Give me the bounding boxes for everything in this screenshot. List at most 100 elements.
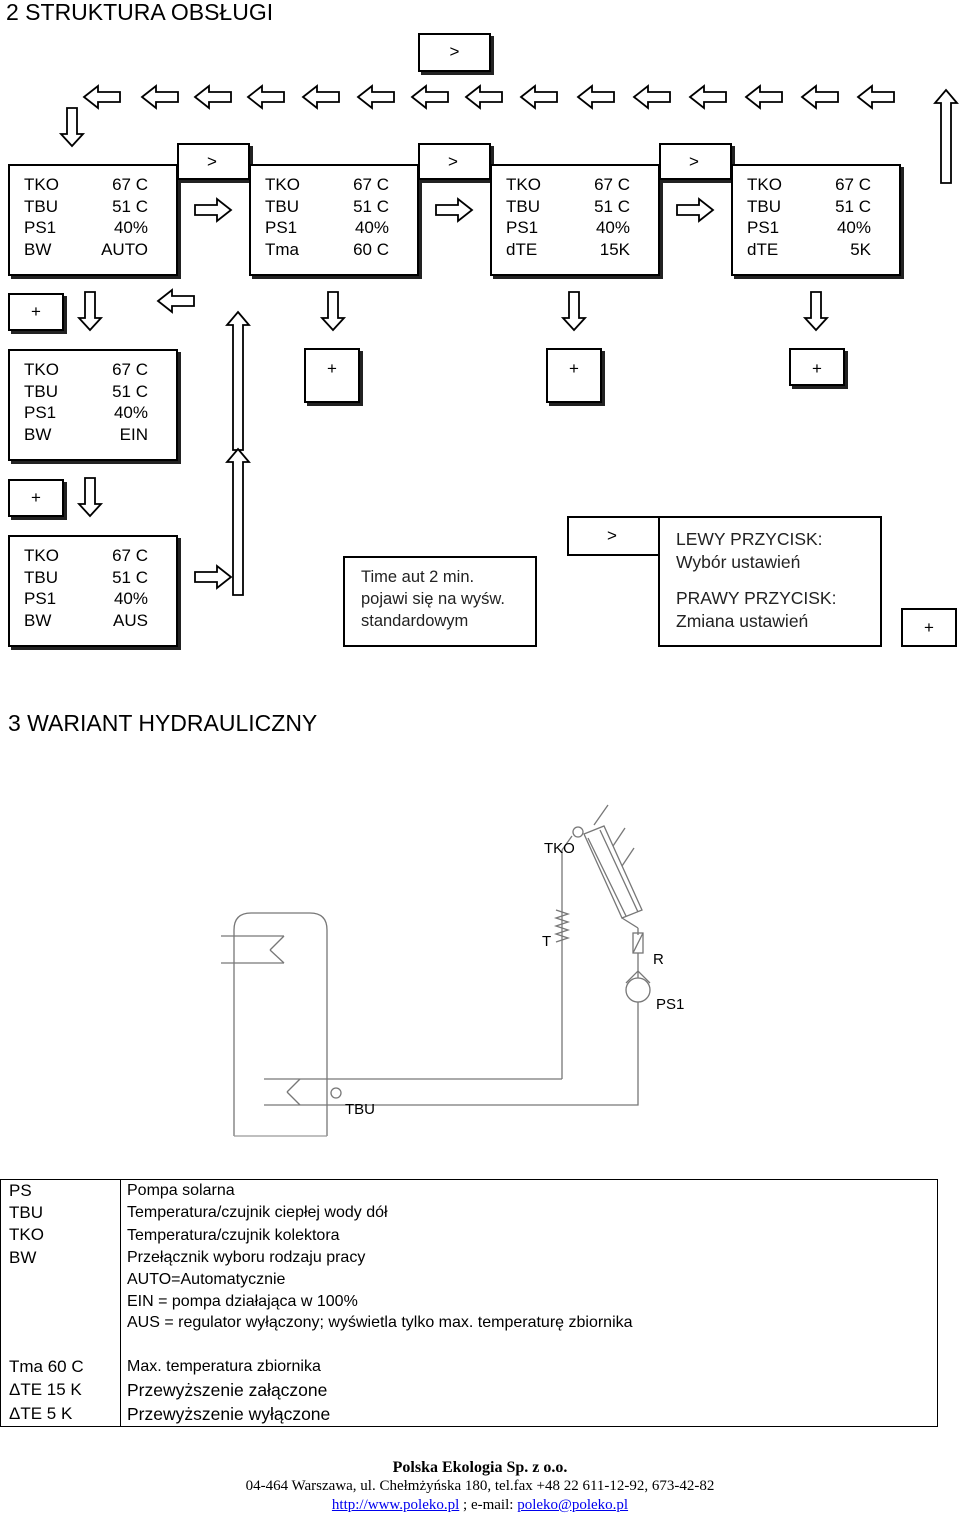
param-name: TBU bbox=[24, 196, 58, 216]
footer-url-link[interactable]: http://www.poleko.pl bbox=[331, 1497, 460, 1513]
param-name: PS1 bbox=[747, 218, 780, 237]
arrow-right-icon bbox=[676, 197, 715, 223]
tko-label: TKO bbox=[544, 840, 575, 857]
param-name: PS1 bbox=[24, 589, 57, 608]
display-row: TKO 67 C bbox=[24, 359, 176, 381]
footer-company: Polska Ekologia Sp. z o.o. bbox=[392, 1459, 568, 1476]
legend-key-ps: PS bbox=[9, 1181, 32, 1200]
plus-key-2[interactable]: + bbox=[8, 479, 64, 517]
legend-desc: Przełącznik wyboru rodzaju pracy bbox=[127, 1249, 366, 1266]
param-value: 51 C bbox=[112, 567, 148, 587]
arrow-down-icon bbox=[560, 291, 588, 332]
arrow-left-icon bbox=[193, 84, 232, 110]
param-name: PS1 bbox=[24, 403, 57, 422]
param-name: TKO bbox=[24, 360, 59, 379]
r-label: R bbox=[653, 951, 664, 968]
param-value: 40% bbox=[595, 218, 630, 237]
param-name: Tma bbox=[265, 239, 299, 259]
arrow-right-icon bbox=[194, 197, 233, 223]
param-name: PS1 bbox=[24, 218, 57, 237]
param-value: 60 C bbox=[353, 239, 389, 259]
section-3-title: 3 WARIANT HYDRAULICZNY bbox=[8, 710, 318, 736]
next-key-2[interactable]: > bbox=[418, 143, 491, 180]
arrow-left-icon bbox=[246, 84, 285, 110]
param-name: PS1 bbox=[265, 218, 298, 237]
arrow-right-icon bbox=[194, 564, 233, 590]
arrow-left-icon bbox=[688, 84, 727, 110]
legend-key-tbu: TBU bbox=[9, 1203, 43, 1222]
param-value: 51 C bbox=[112, 381, 148, 401]
param-value: 67 C bbox=[835, 175, 871, 194]
param-name: BW bbox=[24, 424, 52, 444]
timeout-note: Time aut 2 min. pojawi się na wyśw. stan… bbox=[343, 556, 537, 647]
legend-desc: Temperatura/czujnik ciepłej wody dół bbox=[127, 1204, 388, 1221]
plus-key-dte5[interactable]: + bbox=[789, 348, 845, 386]
next-key-1[interactable]: > bbox=[177, 143, 250, 180]
display-row: PS1 40% bbox=[24, 402, 176, 424]
param-name: dTE bbox=[747, 239, 779, 259]
param-value: EIN bbox=[119, 424, 148, 444]
param-name: TKO bbox=[747, 175, 782, 194]
footer-separator: ; e-mail: bbox=[459, 1497, 518, 1513]
param-value: 51 C bbox=[112, 196, 148, 216]
param-name: dTE bbox=[506, 239, 538, 259]
display-row: TKO 67 C bbox=[747, 174, 899, 196]
param-name: TBU bbox=[24, 567, 58, 587]
param-value: 67 C bbox=[594, 175, 630, 194]
param-name: TKO bbox=[265, 175, 300, 194]
display-row: TKO 67 C bbox=[506, 174, 658, 196]
param-value: AUTO bbox=[101, 239, 148, 259]
arrow-left-icon bbox=[82, 84, 121, 110]
display-row: BW EIN bbox=[24, 424, 176, 446]
param-value: 40% bbox=[113, 403, 148, 422]
plus-key-3[interactable]: + bbox=[901, 608, 957, 647]
timeout-line-3: standardowym bbox=[361, 612, 469, 630]
param-value: 15K bbox=[599, 239, 630, 259]
legend-key-tko: TKO bbox=[9, 1225, 44, 1244]
arrow-down-icon bbox=[76, 291, 104, 332]
footer-contact: http://www.poleko.pl ; e-mail: poleko@po… bbox=[0, 1497, 960, 1514]
display-row: PS1 40% bbox=[747, 217, 899, 239]
legend-desc: Temperatura/czujnik kolektora bbox=[127, 1227, 340, 1244]
legend-key-dte15: ΔTE 15 K bbox=[9, 1380, 82, 1399]
display-row: TBU 51 C bbox=[24, 567, 176, 589]
param-value: 40% bbox=[113, 589, 148, 608]
arrow-left-icon bbox=[464, 84, 503, 110]
param-value: 67 C bbox=[112, 360, 148, 379]
arrow-left-icon bbox=[744, 84, 783, 110]
param-value: 40% bbox=[836, 218, 871, 237]
plus-key-1[interactable]: + bbox=[8, 293, 64, 331]
display-row: dTE 15K bbox=[506, 239, 658, 261]
display-row: TBU 51 C bbox=[24, 196, 176, 218]
param-name: TBU bbox=[747, 196, 781, 216]
plus-key-dte15[interactable]: + bbox=[546, 348, 602, 403]
right-button-title: PRAWY PRZYCISK: bbox=[676, 588, 837, 608]
next-key-3[interactable]: > bbox=[659, 143, 732, 180]
t-label: T bbox=[542, 933, 551, 950]
footer-email-link[interactable]: poleko@poleko.pl bbox=[517, 1497, 629, 1513]
param-name: TKO bbox=[506, 175, 541, 194]
param-value: 5K bbox=[850, 239, 871, 259]
next-key-4[interactable]: > bbox=[567, 516, 660, 556]
param-name: BW bbox=[24, 610, 52, 630]
plus-key-tma[interactable]: + bbox=[304, 348, 360, 403]
param-name: TBU bbox=[506, 196, 540, 216]
arrow-left-icon bbox=[856, 84, 895, 110]
display-row: Tma 60 C bbox=[265, 239, 417, 261]
param-name: TBU bbox=[265, 196, 299, 216]
legend-desc: AUTO=Automatycznie bbox=[127, 1271, 286, 1288]
legend-table: PS TBU TKO BW Tma 60 C ΔTE 15 K ΔTE 5 K … bbox=[0, 1179, 938, 1427]
ps1-label: PS1 bbox=[656, 996, 684, 1013]
param-value: 67 C bbox=[112, 175, 148, 194]
next-key-top[interactable]: > bbox=[418, 33, 491, 72]
arrow-left-icon bbox=[410, 84, 449, 110]
